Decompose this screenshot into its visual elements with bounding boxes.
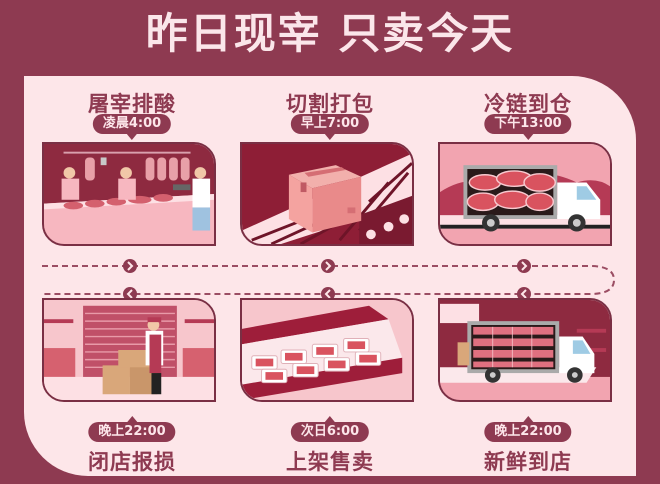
butchers-illustration <box>42 142 216 246</box>
step-time-badge: 次日6:00 <box>290 416 370 442</box>
headline: 昨日现宰 只卖今天 <box>145 9 515 58</box>
chevron-right-icon <box>321 259 335 273</box>
conveyor-box-illustration <box>240 142 414 246</box>
step-time-badge: 凌晨4:00 <box>92 114 172 140</box>
refrigerated-truck-illustration <box>438 142 612 246</box>
step-time-badge: 下午13:00 <box>484 114 572 140</box>
chevron-right-icon <box>123 259 137 273</box>
truck-loading-dock-illustration <box>438 298 612 402</box>
step-title: 冷链到仓 <box>484 92 572 116</box>
store-closing-illustration <box>42 298 216 402</box>
meat-display-case-illustration <box>240 298 414 402</box>
step-time-badge: 早上7:00 <box>290 114 370 140</box>
chevron-right-icon <box>517 259 531 273</box>
step-title: 切割打包 <box>286 92 374 116</box>
step-time-badge: 晚上22:00 <box>484 416 572 442</box>
process-panel: 屠宰排酸 凌晨4:00 切割打包 早上7:00 <box>24 76 636 476</box>
step-title: 闭店报损 <box>88 450 176 474</box>
step-time-badge: 晚上22:00 <box>88 416 176 442</box>
step-title: 屠宰排酸 <box>88 92 176 116</box>
step-title: 新鲜到店 <box>484 450 572 474</box>
step-title: 上架售卖 <box>286 450 374 474</box>
